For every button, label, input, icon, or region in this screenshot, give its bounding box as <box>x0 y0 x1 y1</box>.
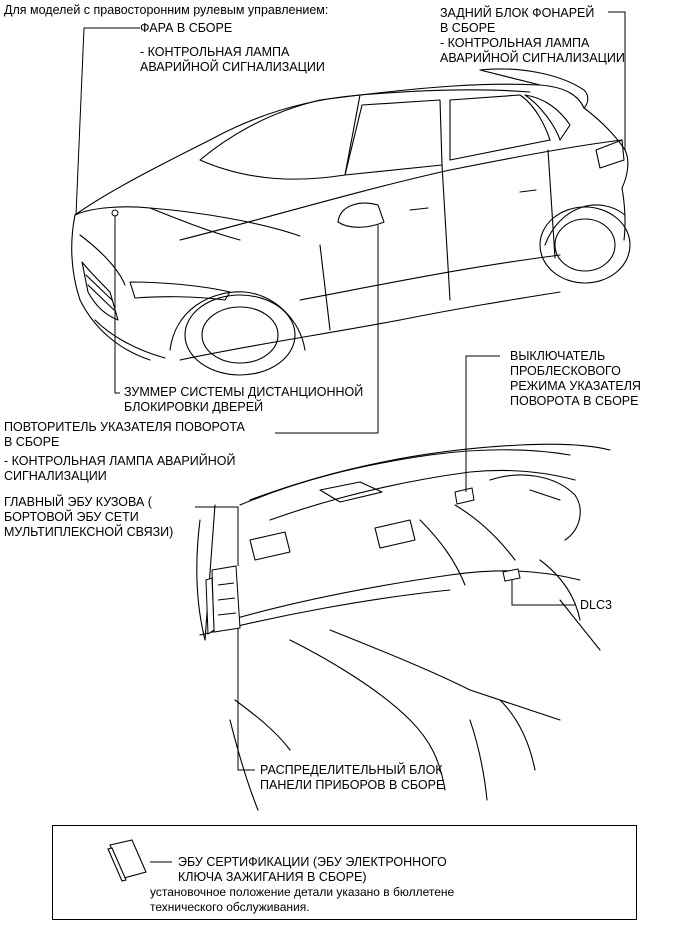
rear-lamp-title: ЗАДНИЙ БЛОК ФОНАРЕЙ В СБОРЕ <box>440 6 595 35</box>
buzzer-label: ЗУММЕР СИСТЕМЫ ДИСТАНЦИОННОЙ БЛОКИРОВКИ … <box>124 385 364 414</box>
headlight-title: ФАРА В СБОРЕ <box>140 21 233 35</box>
junction-block-part <box>205 565 241 635</box>
turn-switch-part <box>454 487 475 505</box>
side-repeater-subtitle: - КОНТРОЛЬНАЯ ЛАМПА АВАРИЙНОЙ СИГНАЛИЗАЦ… <box>4 454 236 483</box>
rhd-header-note: Для моделей с правосторонним рулевым упр… <box>4 3 329 17</box>
leader-lines <box>75 11 626 863</box>
buzzer-marker <box>111 209 119 217</box>
rear-lamp-subtitle: - КОНТРОЛЬНАЯ ЛАМПА АВАРИЙНОЙ СИГНАЛИЗАЦ… <box>440 36 625 65</box>
turn-switch-label: ВЫКЛЮЧАТЕЛЬ ПРОБЛЕСКОВОГО РЕЖИМА УКАЗАТЕ… <box>510 349 641 408</box>
main-body-ecu-label: ГЛАВНЫЙ ЭБУ КУЗОВА ( БОРТОВОЙ ЭБУ СЕТИ М… <box>4 495 174 539</box>
car-illustration <box>71 68 631 376</box>
junction-block-label: РАСПРЕДЕЛИТЕЛЬНЫЙ БЛОК ПАНЕЛИ ПРИБОРОВ В… <box>260 763 445 792</box>
certification-ecu-icon <box>107 839 147 882</box>
certification-ecu-note: установочное положение детали указано в … <box>150 885 455 914</box>
dashboard-illustration <box>196 443 611 811</box>
certification-ecu-note-box <box>52 825 637 920</box>
headlight-subtitle: - КОНТРОЛЬНАЯ ЛАМПА АВАРИЙНОЙ СИГНАЛИЗАЦ… <box>140 45 325 74</box>
side-repeater-title: ПОВТОРИТЕЛЬ УКАЗАТЕЛЯ ПОВОРОТА В СБОРЕ <box>4 420 245 449</box>
dlc3-connector <box>502 568 521 582</box>
certification-ecu-title: ЭБУ СЕРТИФИКАЦИИ (ЭБУ ЭЛЕКТРОННОГО КЛЮЧА… <box>178 855 447 884</box>
dlc3-label: DLC3 <box>580 598 612 612</box>
